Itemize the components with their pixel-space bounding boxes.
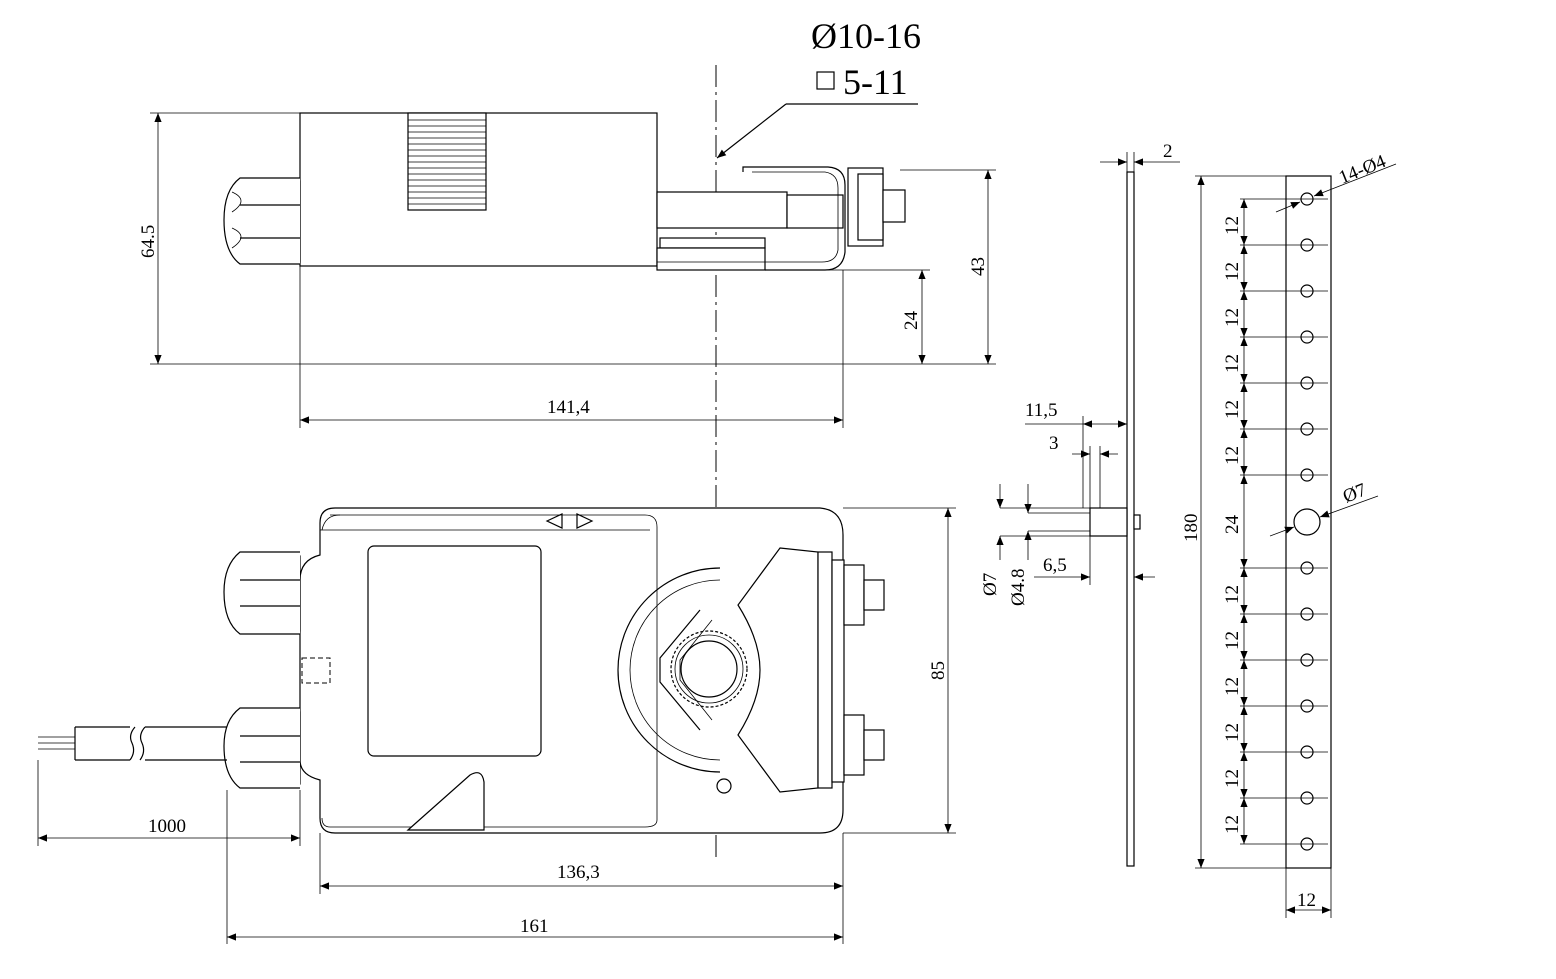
shaft-square-label: 5-11 <box>843 62 908 102</box>
dim-plate-thickness: 2 <box>1163 141 1173 162</box>
pitch-label: 12 <box>1222 446 1243 465</box>
dim-hole-outer: Ø7 <box>980 573 1001 596</box>
dim-step: 3 <box>1049 433 1059 454</box>
cable-gland-top-upper <box>223 551 301 635</box>
dim-length-side: 141,4 <box>547 397 590 418</box>
manual-knob <box>407 112 487 211</box>
pitch-label: 12 <box>1222 723 1243 742</box>
release-button <box>406 772 485 831</box>
direction-right-icon <box>576 513 594 529</box>
dim-height-total: 64.5 <box>138 225 159 258</box>
pitch-label: 12 <box>1222 631 1243 650</box>
shaft-clamp-side <box>656 166 906 271</box>
pitch-label: 12 <box>1222 216 1243 235</box>
dim-bracket-height: 180 <box>1181 514 1202 543</box>
clamp-top <box>737 547 885 793</box>
square-symbol <box>816 71 835 90</box>
dim-height-clamp: 43 <box>968 257 989 276</box>
dim-boss: 6,5 <box>1043 555 1067 576</box>
pitch-label: 12 <box>1222 308 1243 327</box>
top-view: 85 1000 136,3 161 <box>37 507 956 944</box>
dim-bracket-width: 12 <box>1297 890 1316 911</box>
bracket-side-view: 2 11,5 3 6,5 Ø7 Ø4.8 <box>980 141 1180 867</box>
dim-height-top: 85 <box>928 661 949 680</box>
bracket-front-view: 12 12 12 12 12 12 24 12 12 12 12 12 12 1… <box>1181 151 1397 918</box>
dim-hole-inner: Ø4.8 <box>1008 569 1029 606</box>
bracket-plate <box>1285 175 1332 869</box>
pitch-label: 12 <box>1222 354 1243 373</box>
pitch-label: 12 <box>1222 400 1243 419</box>
holes-label: 14-Ø4 <box>1336 151 1389 189</box>
pitch-label: 12 <box>1222 677 1243 696</box>
cable <box>38 726 227 761</box>
shaft-adapter <box>617 567 748 794</box>
center-hole <box>1293 508 1321 536</box>
pitch-label: 12 <box>1222 769 1243 788</box>
pitch-label: 12 <box>1222 585 1243 604</box>
center-gap-label: 24 <box>1222 515 1243 535</box>
pitch-label: 12 <box>1222 815 1243 834</box>
center-hole-label: Ø7 <box>1340 479 1369 507</box>
dim-body-length: 136,3 <box>557 862 600 883</box>
shaft-callout: Ø10-16 5-11 <box>716 16 921 159</box>
dim-offset: 11,5 <box>1025 400 1058 421</box>
dim-cable-length: 1000 <box>148 816 186 837</box>
direction-left-icon <box>545 513 563 529</box>
dim-overall-length: 161 <box>520 916 549 937</box>
label-window <box>367 545 542 757</box>
cable-gland-side <box>223 177 301 265</box>
dim-height-base: 24 <box>901 311 922 331</box>
pitch-label: 12 <box>1222 262 1243 281</box>
cable-gland-top-lower <box>223 707 301 789</box>
bracket-boss <box>1089 507 1128 537</box>
bracket-plate-edge <box>1126 171 1135 867</box>
shaft-round-label: Ø10-16 <box>811 16 921 56</box>
side-view: 64.5 43 24 141,4 <box>138 65 996 860</box>
